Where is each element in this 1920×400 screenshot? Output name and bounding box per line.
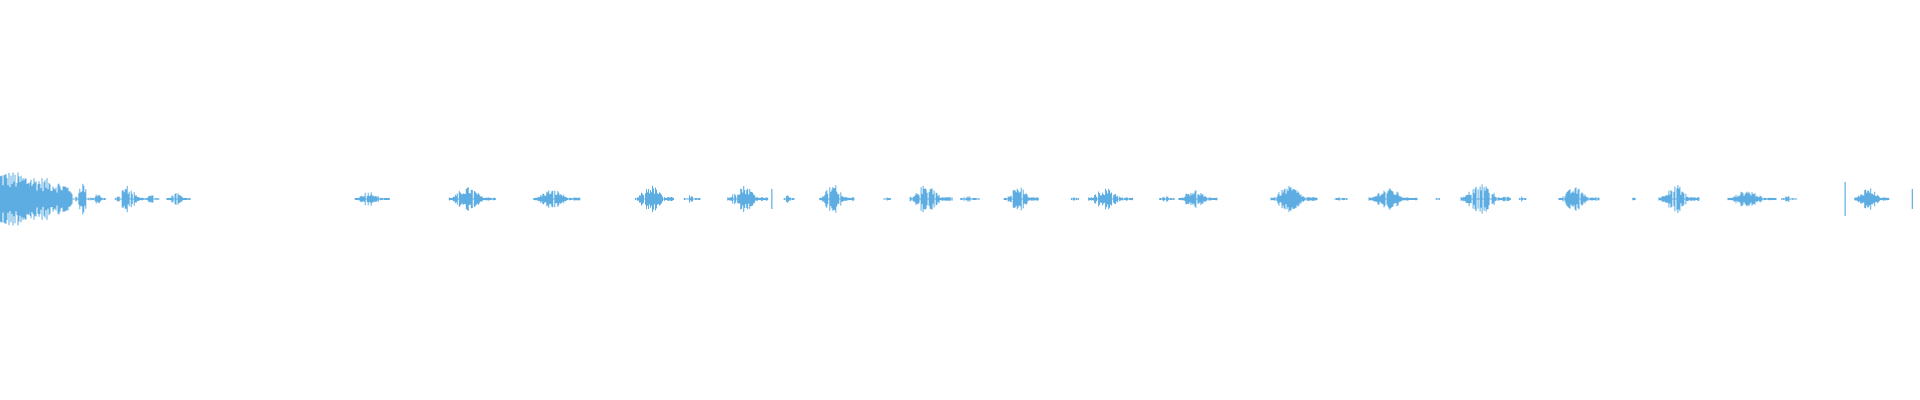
waveform-burst bbox=[166, 193, 191, 205]
waveform-samples bbox=[886, 197, 891, 201]
waveform-samples bbox=[727, 185, 769, 213]
waveform-samples bbox=[75, 183, 92, 215]
waveform-samples bbox=[684, 195, 700, 203]
waveform-samples bbox=[166, 193, 191, 205]
waveform-burst bbox=[145, 195, 160, 203]
waveform-burst bbox=[1854, 188, 1890, 210]
waveform-burst bbox=[91, 194, 106, 204]
waveform-samples bbox=[1088, 188, 1134, 210]
waveform-samples bbox=[909, 185, 953, 213]
waveform-burst bbox=[1368, 188, 1418, 210]
waveform-samples bbox=[1460, 184, 1511, 214]
waveform-burst bbox=[75, 183, 93, 215]
waveform-samples bbox=[635, 185, 674, 213]
waveform-burst bbox=[1781, 196, 1798, 202]
waveform-samples bbox=[1070, 197, 1079, 201]
waveform-burst bbox=[1632, 197, 1636, 201]
waveform-burst bbox=[1460, 184, 1511, 214]
waveform-samples bbox=[1727, 191, 1777, 207]
waveform-burst bbox=[1070, 197, 1079, 201]
waveform-samples bbox=[783, 195, 794, 203]
waveform-burst bbox=[1558, 187, 1600, 211]
waveform-samples bbox=[1558, 187, 1600, 211]
waveform-burst bbox=[1159, 196, 1175, 202]
waveform-burst bbox=[783, 195, 795, 203]
waveform-burst bbox=[883, 197, 891, 201]
waveform-burst bbox=[1727, 191, 1777, 207]
waveform-samples bbox=[819, 185, 855, 213]
waveform-samples bbox=[146, 195, 159, 203]
waveform-samples bbox=[533, 190, 581, 208]
waveform-burst bbox=[727, 185, 769, 213]
waveform-samples bbox=[448, 187, 496, 211]
waveform-burst bbox=[448, 187, 496, 211]
waveform-burst bbox=[1178, 190, 1218, 208]
waveform-burst bbox=[683, 195, 701, 203]
waveform-burst bbox=[1518, 196, 1527, 202]
waveform-samples bbox=[91, 194, 106, 204]
waveform-samples bbox=[1632, 197, 1636, 201]
waveform-burst bbox=[354, 192, 390, 206]
waveform-samples bbox=[1335, 197, 1347, 201]
waveform-samples bbox=[1519, 196, 1527, 202]
waveform-samples bbox=[1658, 185, 1700, 213]
waveform-samples bbox=[960, 196, 980, 202]
waveform-samples bbox=[1270, 186, 1318, 212]
waveform-burst bbox=[909, 185, 953, 213]
waveform-samples bbox=[114, 185, 146, 213]
waveform-bursts bbox=[0, 172, 1913, 226]
waveform-burst bbox=[1088, 188, 1134, 210]
waveform-samples bbox=[1435, 198, 1440, 200]
waveform-burst bbox=[1334, 197, 1348, 201]
waveform-burst bbox=[1435, 198, 1440, 200]
waveform-samples bbox=[354, 192, 390, 206]
waveform-burst bbox=[960, 196, 980, 202]
waveform-burst bbox=[114, 185, 146, 213]
waveform-samples bbox=[1178, 190, 1218, 208]
waveform-samples bbox=[0, 172, 73, 226]
waveform-samples bbox=[1781, 196, 1794, 202]
waveform-burst bbox=[1270, 186, 1318, 212]
waveform-burst bbox=[1658, 185, 1700, 213]
waveform-burst bbox=[1003, 187, 1039, 211]
waveform-samples bbox=[1003, 187, 1039, 211]
waveform-burst bbox=[533, 190, 581, 208]
waveform-samples bbox=[1368, 188, 1418, 210]
waveform-samples bbox=[1854, 188, 1890, 210]
waveform-samples bbox=[1159, 196, 1175, 202]
waveform-burst bbox=[635, 185, 674, 213]
waveform-burst bbox=[0, 172, 73, 226]
waveform-burst bbox=[819, 185, 855, 213]
